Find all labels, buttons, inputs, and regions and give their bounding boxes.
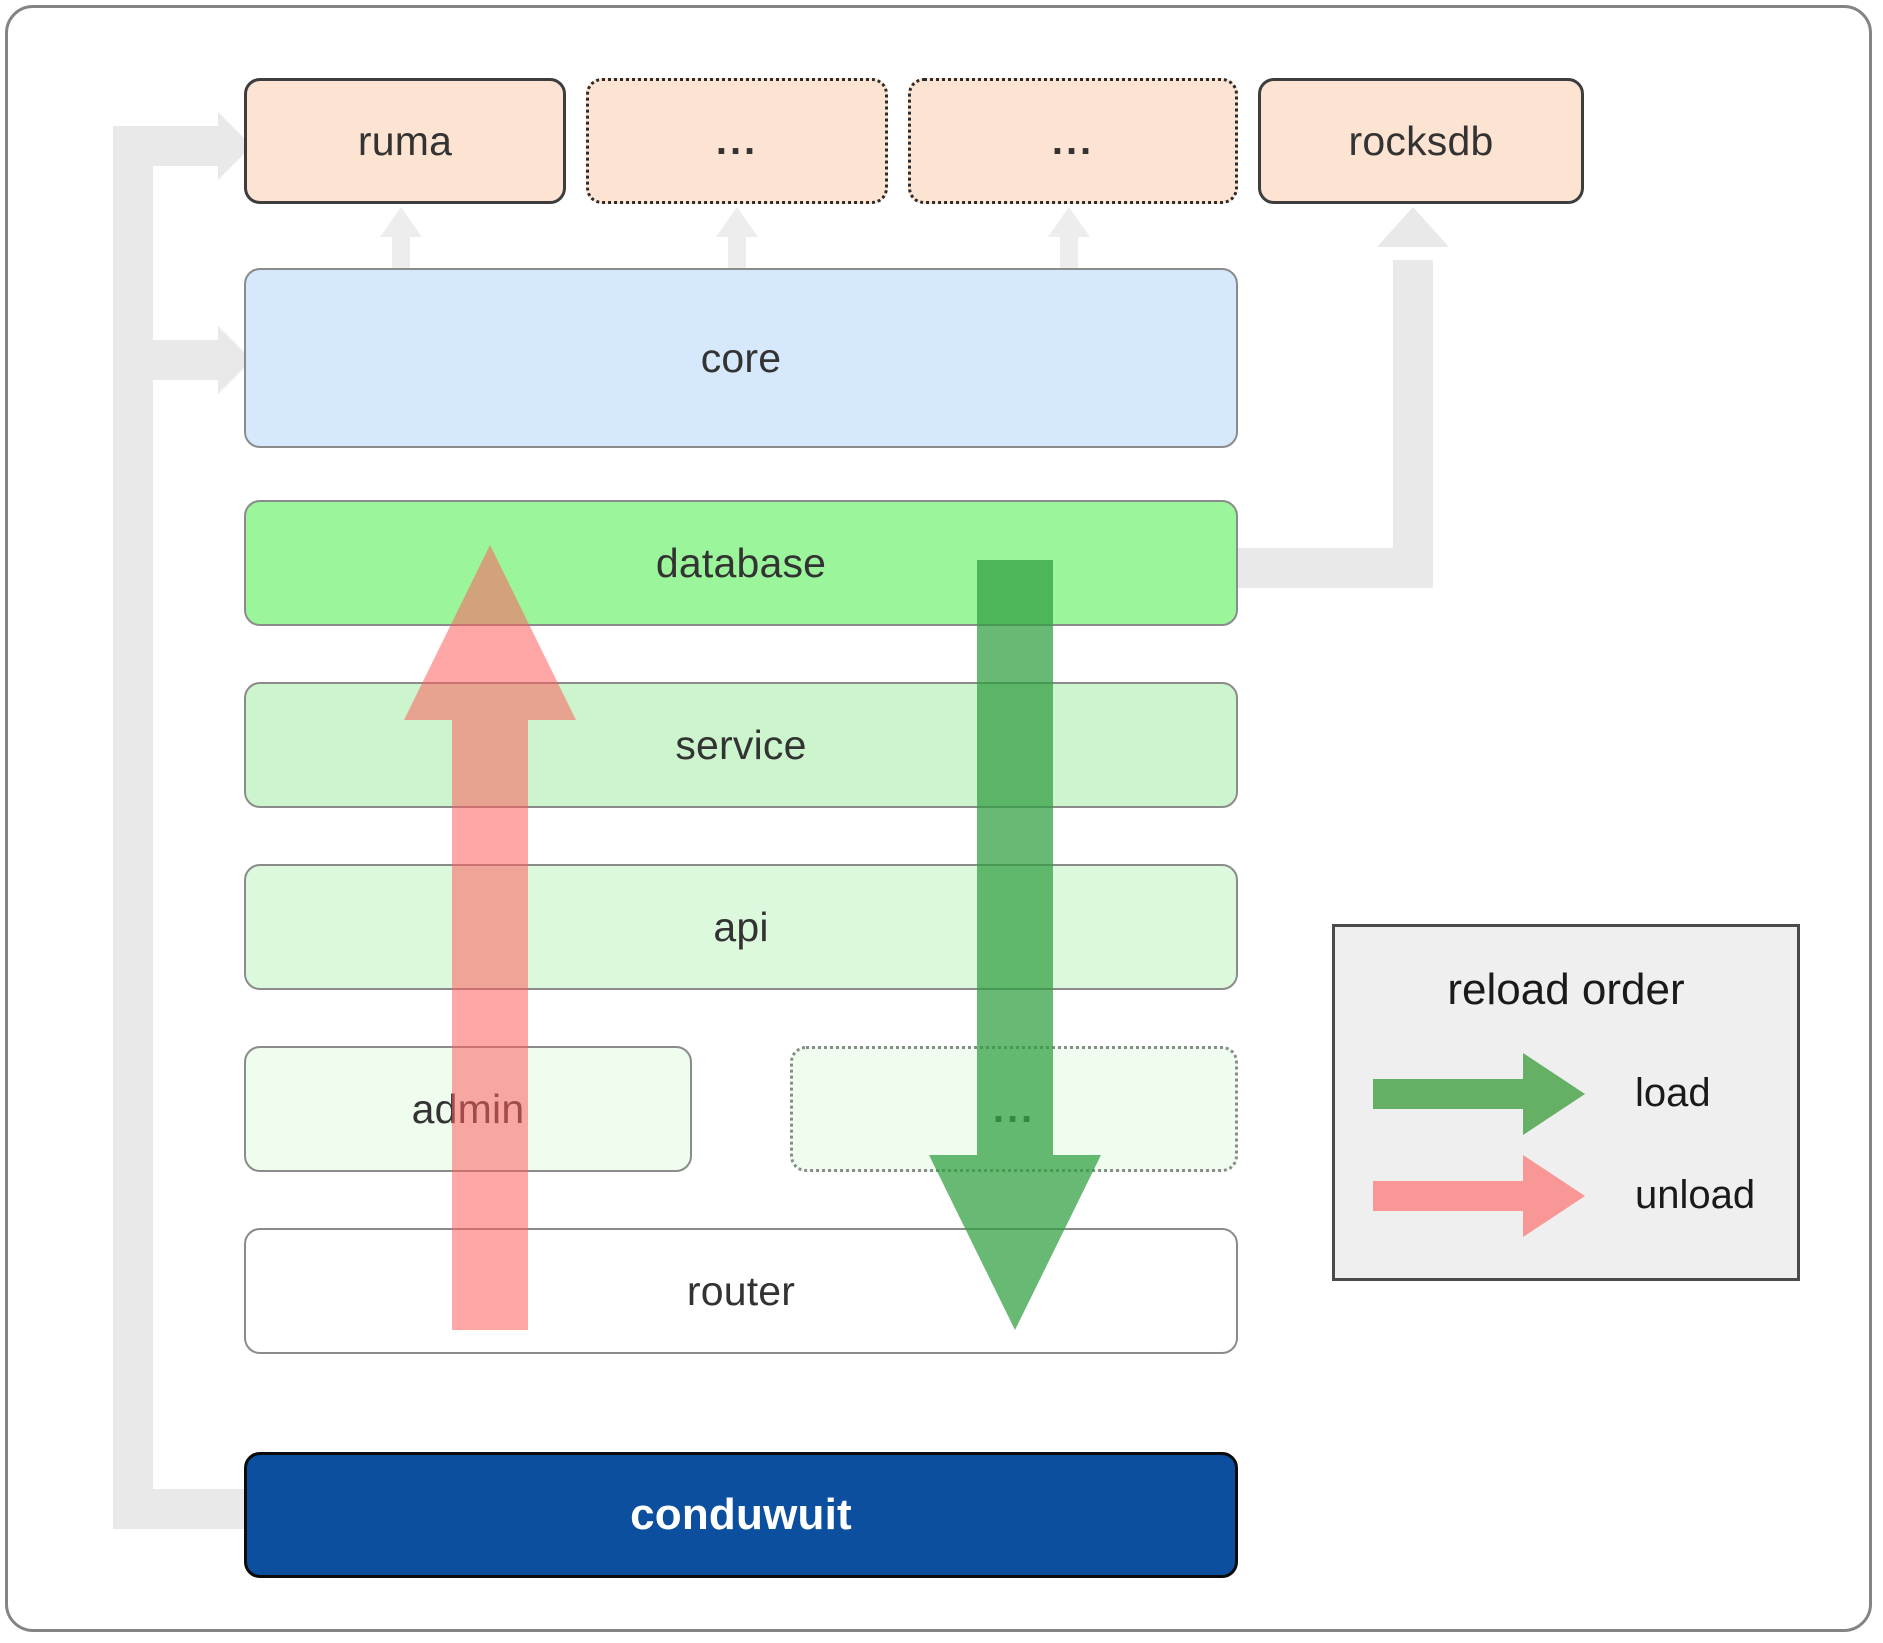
crate-placeholder-2[interactable]: ... [908,78,1238,204]
binary-conduwuit-label: conduwuit [630,1490,852,1539]
core-to-dots1-stem [728,232,746,274]
crate-placeholder-1-label: ... [715,118,759,163]
layer-placeholder[interactable]: ... [790,1046,1238,1172]
layer-api[interactable]: api [244,864,1238,990]
grey-spine-cutout-2 [153,380,185,1489]
layer-service[interactable]: service [244,682,1238,808]
layer-api-label: api [713,903,769,950]
diagram-frame [5,5,1872,1632]
grey-branch-to-core [113,340,223,380]
core-to-dots2-arrowhead [1048,207,1090,237]
grey-spine-left-outer [113,126,153,1529]
grey-connector-database-to-rocksdb-v [1393,260,1433,588]
legend-panel: reload order load unload [1332,924,1800,1281]
layer-admin[interactable]: admin [244,1046,692,1172]
legend-load-label: load [1635,1071,1711,1115]
crate-ruma-label: ruma [357,117,453,164]
layer-database-label: database [655,539,827,586]
core-to-ruma-stem [392,232,410,274]
core-to-dots2-stem [1060,232,1078,274]
grey-arrow-head-rocksdb [1377,207,1449,247]
grey-connector-to-conduwuit [113,1489,263,1529]
layer-core-label: core [700,334,782,381]
grey-spine-cutout [153,166,185,340]
crate-rocksdb-label: rocksdb [1348,117,1494,164]
layer-router-label: router [686,1267,796,1314]
core-to-dots1-arrowhead [716,207,758,237]
crate-ruma[interactable]: ruma [244,78,566,204]
layer-placeholder-label: ... [992,1086,1036,1131]
legend-unload-arrow [1373,1155,1585,1237]
legend-unload-label: unload [1635,1173,1756,1217]
crate-placeholder-1[interactable]: ... [586,78,888,204]
layer-core[interactable]: core [244,268,1238,448]
crate-rocksdb[interactable]: rocksdb [1258,78,1584,204]
binary-conduwuit[interactable]: conduwuit [244,1452,1238,1578]
legend-title: reload order [1447,965,1685,1014]
crate-placeholder-2-label: ... [1051,118,1095,163]
layer-database[interactable]: database [244,500,1238,626]
grey-branch-to-ruma [113,126,223,166]
layer-service-label: service [675,721,807,768]
layer-admin-label: admin [411,1085,525,1132]
layer-router[interactable]: router [244,1228,1238,1354]
core-to-ruma-arrowhead [380,207,422,237]
legend-load-arrow [1373,1053,1585,1135]
